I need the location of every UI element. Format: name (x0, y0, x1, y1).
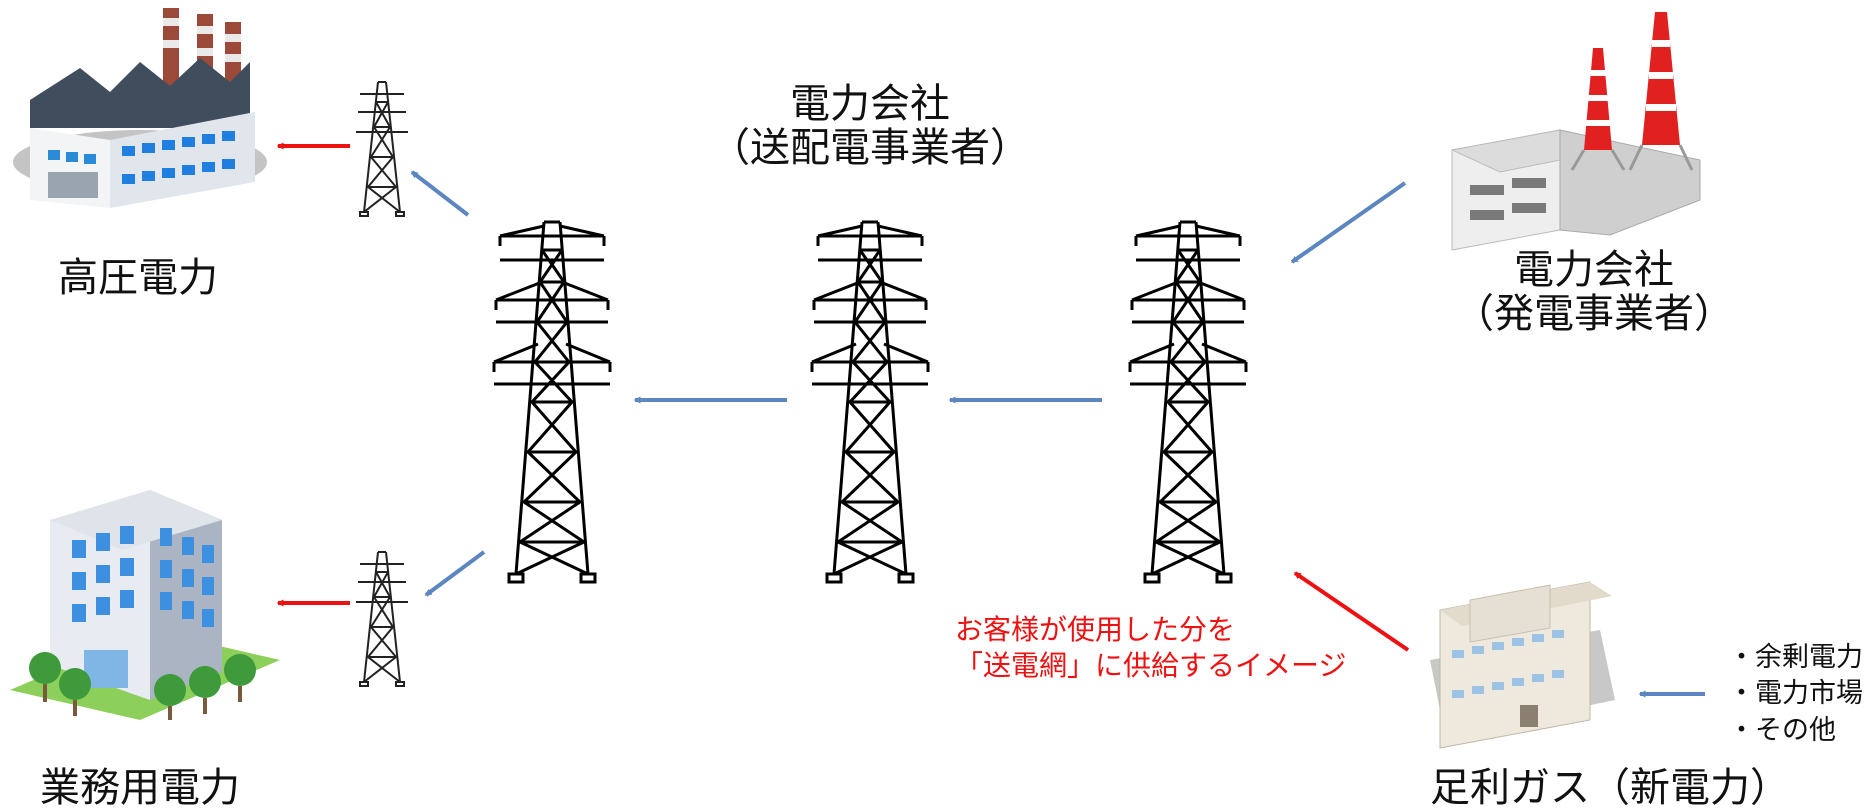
supply-note-line1: お客様が使用した分を (955, 613, 1236, 646)
label-commercial: 業務用電力 (40, 765, 240, 811)
label-ashikaga: 足利ガス（新電力） (1430, 765, 1790, 811)
arrow-grid-to-distribution-top (410, 170, 470, 217)
label-generation-title: 電力会社 (1514, 247, 1674, 293)
distribution-tower-bottom (355, 551, 409, 687)
source-item: ・その他 (1728, 714, 1836, 746)
arrow-plant-to-grid (1290, 181, 1407, 264)
transmission-tower-right (1128, 220, 1248, 584)
source-list: ・余剰電力 ・電力市場 ・その他 (1728, 640, 1863, 749)
label-transmission: 電力会社 （送配電事業者） (700, 82, 1040, 170)
label-generation-sub: （発電事業者） (1454, 291, 1734, 337)
factory-icon (13, 8, 267, 208)
label-high-voltage: 高圧電力 (58, 255, 218, 301)
source-item: ・余剰電力 (1728, 642, 1863, 673)
supply-note: お客様が使用した分を 「送電網」に供給するイメージ (955, 612, 1346, 685)
supply-note-line2: 「送電網」に供給するイメージ (955, 649, 1347, 683)
label-transmission-sub: （送配電事業者） (710, 125, 1030, 171)
arrow-grid-to-distribution-bottom (424, 550, 486, 597)
arrow-ashikaga-to-grid (1293, 571, 1410, 652)
label-transmission-title: 電力会社 (790, 81, 950, 127)
distribution-tower-top (355, 81, 409, 217)
label-generation: 電力会社 （発電事業者） (1444, 248, 1744, 336)
ashikaga-gas-building-icon (1430, 581, 1615, 749)
source-item: ・電力市場 (1728, 678, 1863, 710)
transmission-tower-left (492, 220, 612, 584)
power-plant-icon (1450, 12, 1701, 251)
office-building-icon (10, 490, 280, 720)
transmission-tower-center (810, 220, 930, 584)
